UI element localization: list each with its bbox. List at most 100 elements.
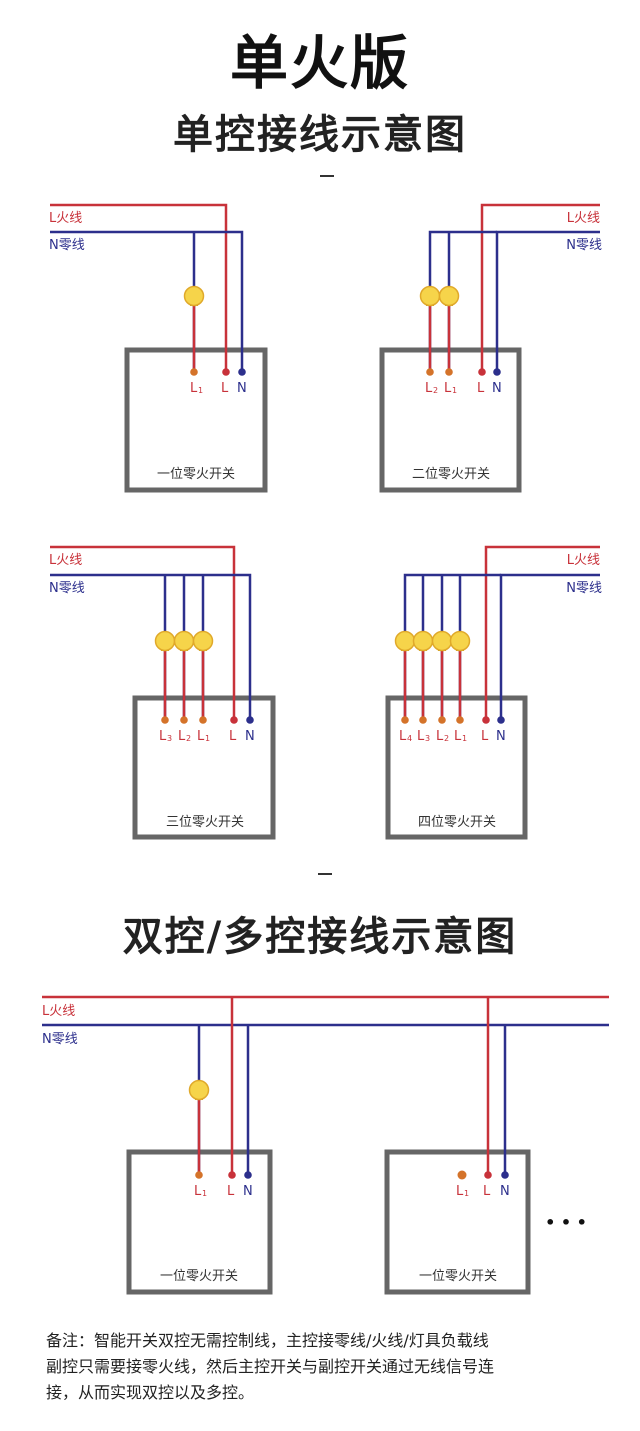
terminal-dot xyxy=(195,1171,203,1179)
bulb-icon xyxy=(154,630,176,652)
note-line: 备注：智能开关双控无需控制线，主控接零线/火线/灯具负载线 xyxy=(46,1331,489,1350)
live-wire xyxy=(484,545,600,720)
bulb-icon xyxy=(192,630,214,652)
section-divider xyxy=(318,873,332,875)
terminal-dot xyxy=(180,716,188,724)
terminal-dot xyxy=(438,716,446,724)
bulb-icon xyxy=(188,1079,210,1101)
page-title: 单火版 xyxy=(229,29,410,97)
neutral-wire-label: N零线 xyxy=(49,581,85,596)
switch-label: 四位零火开关 xyxy=(418,815,496,830)
terminal-label-l3: L xyxy=(417,729,425,744)
terminal-label-l4: L xyxy=(399,729,407,744)
terminal-dot xyxy=(190,368,198,376)
bulb-icon xyxy=(183,285,205,307)
terminal-label-l1: L xyxy=(444,381,452,396)
live-wire-label: L火线 xyxy=(567,211,600,226)
switch-label: 一位零火开关 xyxy=(160,1269,238,1284)
more-switches-ellipsis: • • • xyxy=(545,1213,587,1232)
neutral-wire-label: N零线 xyxy=(49,238,85,253)
terminal-label-l3: L xyxy=(159,729,167,744)
section-divider xyxy=(320,175,334,177)
live-wire-label: L火线 xyxy=(49,553,82,568)
terminal-dot xyxy=(419,716,427,724)
terminal-label-n: N xyxy=(245,729,255,744)
terminal-dot xyxy=(493,368,501,376)
neutral-wire-label: N零线 xyxy=(566,238,602,253)
terminal-subscript: 3 xyxy=(425,734,430,743)
terminal-dot xyxy=(445,368,453,376)
switch-label: 三位零火开关 xyxy=(166,815,244,830)
terminal-dot xyxy=(484,1171,492,1179)
switch-box xyxy=(385,695,528,840)
terminal-label-l1: L xyxy=(456,1184,464,1199)
note-line: 副控只需要接零火线，然后主控开关与副控开关通过无线信号连 xyxy=(46,1357,495,1376)
terminal-subscript: 1 xyxy=(462,734,467,743)
terminal-subscript: 3 xyxy=(167,734,172,743)
terminal-label-l: L xyxy=(483,1184,491,1199)
terminal-subscript: 1 xyxy=(452,386,457,395)
terminal-label-l: L xyxy=(229,729,237,744)
terminal-dot xyxy=(244,1171,252,1179)
double-control-heading: 双控/多控接线示意图 xyxy=(122,914,518,960)
live-wire-label: L火线 xyxy=(567,553,600,568)
terminal-dot xyxy=(230,716,238,724)
live-wire-label: L火线 xyxy=(42,1004,75,1019)
terminal-label-n: N xyxy=(492,381,502,396)
terminal-subscript: 2 xyxy=(433,386,438,395)
live-wire xyxy=(50,545,236,720)
terminal-dot xyxy=(482,716,490,724)
neutral-wire xyxy=(50,230,244,372)
terminal-dot xyxy=(222,368,230,376)
terminal-dot xyxy=(199,716,207,724)
terminal-dot xyxy=(228,1171,236,1179)
wiring-diagram: L火线 N零线 L 1 L N 一位零火开关 L火线 N零线 L 2 L 1 L… xyxy=(42,203,609,1295)
neutral-wire-label: N零线 xyxy=(42,1032,78,1047)
terminal-label-l2: L xyxy=(178,729,186,744)
four-gang-switch-diagram: L火线 N零线 L 4 L 3 L 2 L 1 L N 四位零火开关 xyxy=(385,545,602,840)
terminal-label-l1: L xyxy=(454,729,462,744)
terminal-label-l1: L xyxy=(197,729,205,744)
bulb-icon xyxy=(412,630,434,652)
terminal-subscript: 1 xyxy=(198,386,203,395)
terminal-label-l1: L xyxy=(190,381,198,396)
bulb-icon xyxy=(419,285,441,307)
live-wire xyxy=(50,203,228,372)
terminal-label-l: L xyxy=(481,729,489,744)
terminal-dot xyxy=(501,1171,509,1179)
terminal-subscript: 4 xyxy=(407,734,412,743)
neutral-wire xyxy=(50,573,252,720)
bulb-icon xyxy=(394,630,416,652)
terminal-label-l: L xyxy=(227,1184,235,1199)
terminal-label-n: N xyxy=(500,1184,510,1199)
two-gang-switch-diagram: L火线 N零线 L 2 L 1 L N 二位零火开关 xyxy=(379,203,602,493)
neutral-wire-label: N零线 xyxy=(566,581,602,596)
switch-label: 一位零火开关 xyxy=(419,1269,497,1284)
terminal-subscript: 2 xyxy=(186,734,191,743)
switch-label: 二位零火开关 xyxy=(412,467,490,482)
double-control-diagram: L火线 N零线 L 1 L N 一位零火开关 L 1 L N 一位零火开关 • … xyxy=(42,995,609,1295)
terminal-label-n: N xyxy=(496,729,506,744)
terminal-dot xyxy=(246,716,254,724)
one-gang-switch-diagram: L火线 N零线 L 1 L N 一位零火开关 xyxy=(49,203,268,493)
terminal-dot xyxy=(238,368,246,376)
note-line: 接，从而实现双控以及多控。 xyxy=(46,1383,255,1402)
bulb-icon xyxy=(449,630,471,652)
terminal-dot xyxy=(456,716,464,724)
switch-label: 一位零火开关 xyxy=(157,467,235,482)
terminal-label-l: L xyxy=(477,381,485,396)
terminal-label-l2: L xyxy=(436,729,444,744)
three-gang-switch-diagram: L火线 N零线 L 3 L 2 L 1 L N 三位零火开关 xyxy=(49,545,276,840)
switch-box xyxy=(124,347,268,493)
terminal-label-n: N xyxy=(243,1184,253,1199)
switch-box xyxy=(379,347,522,493)
terminal-subscript: 1 xyxy=(205,734,210,743)
slave-switch-box xyxy=(384,1149,531,1295)
note-text: 备注：智能开关双控无需控制线，主控接零线/火线/灯具负载线 副控只需要接零火线，… xyxy=(46,1328,591,1406)
terminal-dot xyxy=(401,716,409,724)
terminal-dot xyxy=(457,1170,467,1180)
terminal-label-n: N xyxy=(237,381,247,396)
terminal-subscript: 1 xyxy=(464,1189,469,1198)
bulb-icon xyxy=(431,630,453,652)
bulb-icon xyxy=(438,285,460,307)
